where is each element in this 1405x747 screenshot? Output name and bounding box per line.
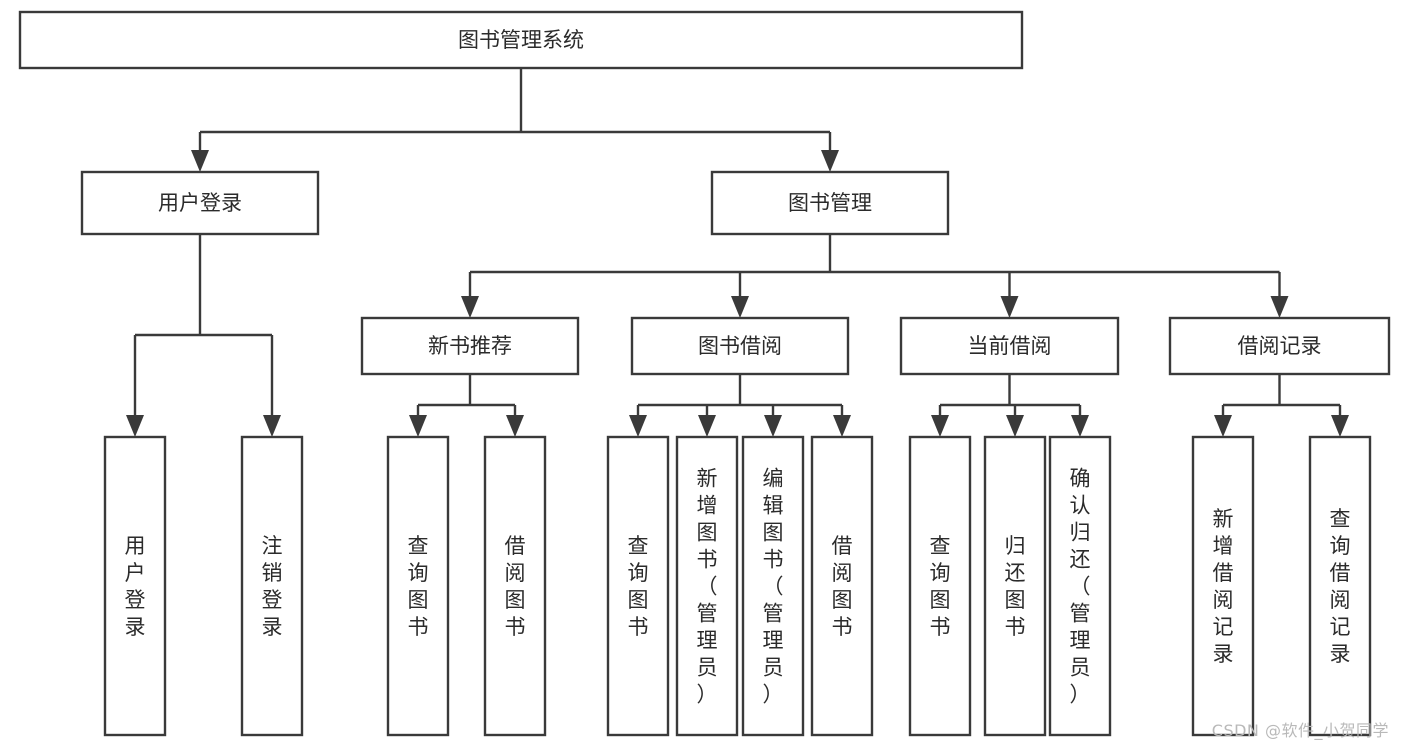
node-leaf-query-book-rec-box[interactable] [386,435,450,737]
node-leaf-user-logout-label: 注销登录 [262,534,283,639]
arrow-head-icon [1214,415,1232,437]
node-leaf-query-book-rec[interactable]: 查询图书 [386,435,450,737]
node-leaf-return-book[interactable]: 归还图书 [983,435,1047,737]
node-book-borrow-label: 图书借阅 [698,334,782,358]
node-leaf-query-record-box[interactable] [1308,435,1372,737]
node-leaf-user-logout-box[interactable] [240,435,304,737]
node-new-book-recommend-label: 新书推荐 [428,334,512,358]
node-leaf-query-book-bor-box[interactable] [606,435,670,737]
node-leaf-return-book-box[interactable] [983,435,1047,737]
node-leaf-add-record[interactable]: 新增借阅记录 [1191,435,1255,737]
arrow-head-icon [1270,296,1289,318]
node-leaf-query-book-cur-label: 查询图书 [930,534,951,639]
node-current-borrow[interactable]: 当前借阅 [899,316,1120,376]
node-leaf-query-record[interactable]: 查询借阅记录 [1308,435,1372,737]
arrow-head-icon [409,415,427,437]
node-current-borrow-box[interactable] [899,316,1120,376]
nodes-layer: 图书管理系统用户登录图书管理新书推荐图书借阅当前借阅借阅记录用户登录注销登录查询… [18,10,1391,737]
arrow-head-icon [821,150,839,172]
node-leaf-borrow-book-rec-label: 借阅图书 [505,534,526,639]
node-leaf-user-login[interactable]: 用户登录 [103,435,167,737]
arrow-head-icon [731,296,749,318]
node-leaf-confirm-return-label: 确认归还（管理员） [1070,467,1091,707]
arrow-head-icon [833,415,851,437]
arrow-head-icon [764,415,782,437]
node-book-manage-label: 图书管理 [788,191,872,215]
node-leaf-edit-book-box[interactable] [741,435,805,737]
node-leaf-edit-book[interactable]: 编辑图书（管理员） [741,435,805,737]
node-leaf-query-book-bor-label: 查询图书 [628,534,649,639]
node-borrow-record[interactable]: 借阅记录 [1168,316,1391,376]
csdn-watermark: CSDN @软件_小贺同学 [1211,721,1389,740]
node-book-borrow-box[interactable] [630,316,850,376]
arrow-head-icon [126,415,144,437]
node-root-label: 图书管理系统 [458,28,584,52]
node-leaf-query-record-label: 查询借阅记录 [1330,507,1351,666]
node-leaf-user-login-label: 用户登录 [125,534,146,639]
node-leaf-borrow-book-rec-box[interactable] [483,435,547,737]
arrow-head-icon [698,415,716,437]
arrow-head-icon [461,296,479,318]
arrow-head-icon [1331,415,1349,437]
node-user-login-label: 用户登录 [158,191,242,215]
node-leaf-add-record-label: 新增借阅记录 [1213,507,1234,666]
node-leaf-borrow-book-bor-box[interactable] [810,435,874,737]
connectors-layer [126,68,1349,437]
node-leaf-borrow-book-bor[interactable]: 借阅图书 [810,435,874,737]
node-leaf-confirm-return[interactable]: 确认归还（管理员） [1048,435,1112,737]
arrow-head-icon [1071,415,1089,437]
node-leaf-query-book-cur-box[interactable] [908,435,972,737]
node-current-borrow-label: 当前借阅 [968,334,1052,358]
node-user-login-box[interactable] [80,170,320,236]
node-book-manage[interactable]: 图书管理 [710,170,950,236]
node-root-box[interactable] [18,10,1024,70]
node-leaf-user-logout[interactable]: 注销登录 [240,435,304,737]
node-user-login[interactable]: 用户登录 [80,170,320,236]
node-book-borrow[interactable]: 图书借阅 [630,316,850,376]
node-new-book-recommend[interactable]: 新书推荐 [360,316,580,376]
node-leaf-borrow-book-bor-label: 借阅图书 [832,534,853,639]
node-leaf-query-book-bor[interactable]: 查询图书 [606,435,670,737]
node-book-manage-box[interactable] [710,170,950,236]
arrow-head-icon [1006,415,1024,437]
arrow-head-icon [506,415,524,437]
node-borrow-record-label: 借阅记录 [1238,334,1322,358]
node-leaf-query-book-cur[interactable]: 查询图书 [908,435,972,737]
node-leaf-query-book-rec-label: 查询图书 [408,534,429,639]
node-new-book-recommend-box[interactable] [360,316,580,376]
node-borrow-record-box[interactable] [1168,316,1391,376]
arrow-head-icon [629,415,647,437]
arrow-head-icon [931,415,949,437]
arrow-head-icon [1000,296,1019,318]
node-leaf-add-book-label: 新增图书（管理员） [697,467,718,707]
arrow-head-icon [263,415,281,437]
node-root[interactable]: 图书管理系统 [18,10,1024,70]
node-leaf-add-book-box[interactable] [675,435,739,737]
node-leaf-user-login-box[interactable] [103,435,167,737]
arrow-head-icon [191,150,209,172]
node-leaf-confirm-return-box[interactable] [1048,435,1112,737]
node-leaf-add-book[interactable]: 新增图书（管理员） [675,435,739,737]
node-leaf-edit-book-label: 编辑图书（管理员） [763,467,784,707]
node-leaf-borrow-book-rec[interactable]: 借阅图书 [483,435,547,737]
node-leaf-add-record-box[interactable] [1191,435,1255,737]
node-leaf-return-book-label: 归还图书 [1005,534,1026,639]
